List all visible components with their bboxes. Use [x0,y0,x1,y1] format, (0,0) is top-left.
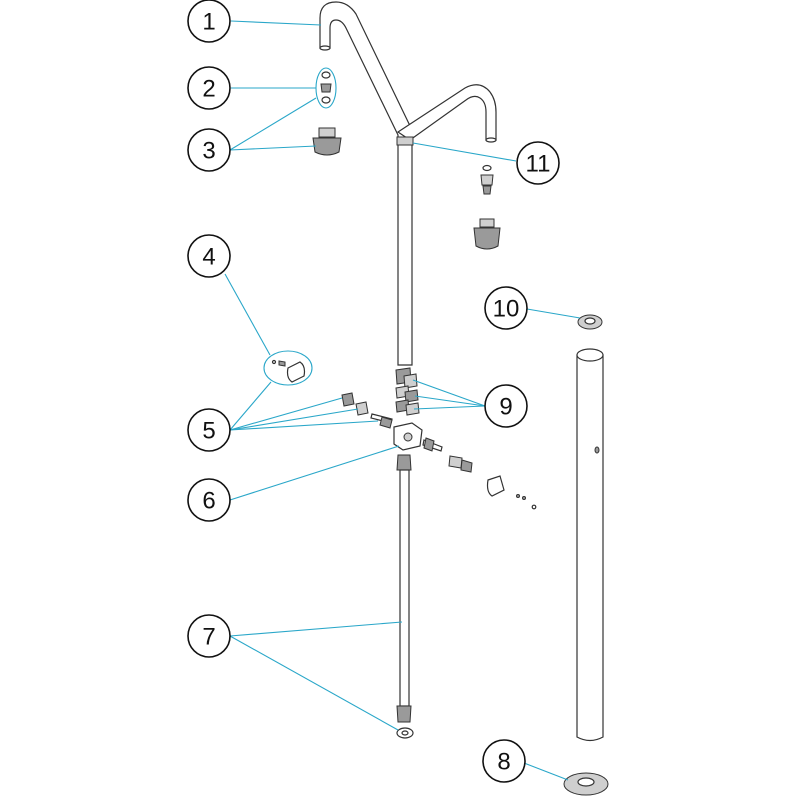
part-branch-arm [396,84,497,146]
part-valve-fittings-right [422,437,537,510]
callout-1: 1 [187,0,231,43]
callout-10-label: 10 [493,296,520,323]
leader-1 [230,20,322,26]
callout-6-label: 6 [202,488,215,515]
leader-5d [229,420,379,431]
part-support-column [576,348,604,742]
leader-9a [412,379,486,407]
leader-11 [412,142,517,162]
callout-7-label: 7 [202,624,215,651]
leader-8 [523,762,569,781]
leader-9c [413,405,486,410]
leader-lines [224,20,581,781]
part-pipe-fittings [395,367,420,416]
callout-4-label: 4 [202,244,215,271]
callout-6: 6 [187,478,231,522]
callout-8-label: 8 [497,749,510,776]
part-valve-handle [263,350,313,386]
part-threaded-connector [312,127,342,156]
leader-7b [229,635,399,731]
part-base-plate [563,772,609,796]
leader-6 [229,445,400,501]
leader-4 [224,273,271,356]
callout-7: 7 [187,614,231,658]
part-right-nozzle-set [473,164,501,250]
part-valve-body [393,422,423,451]
part-small-rings [315,67,337,109]
callout-1-label: 1 [202,9,215,36]
leader-5b [229,397,343,431]
leader-9b [414,395,486,407]
callout-4: 4 [187,234,231,278]
callout-3-label: 3 [202,138,215,165]
callout-11: 11 [516,141,560,185]
leader-3a [229,97,317,151]
leader-5a [229,381,272,431]
part-flexible-hose [396,454,414,739]
callout-8: 8 [482,739,526,783]
callout-10: 10 [484,286,528,330]
leader-3b [229,145,317,151]
callout-9: 9 [484,384,528,428]
part-top-ring [577,314,603,330]
callout-3: 3 [187,128,231,172]
callout-2: 2 [187,66,231,110]
callout-9-label: 9 [499,394,512,421]
leader-10 [526,308,581,319]
leader-5c [229,408,359,431]
part-gooseneck-pipe [319,1,413,366]
callout-2-label: 2 [202,76,215,103]
part-valve-fittings-left [341,392,393,429]
callout-5: 5 [187,408,231,452]
callout-11-label: 11 [526,151,551,178]
callout-5-label: 5 [202,418,215,445]
leader-7a [229,621,403,637]
